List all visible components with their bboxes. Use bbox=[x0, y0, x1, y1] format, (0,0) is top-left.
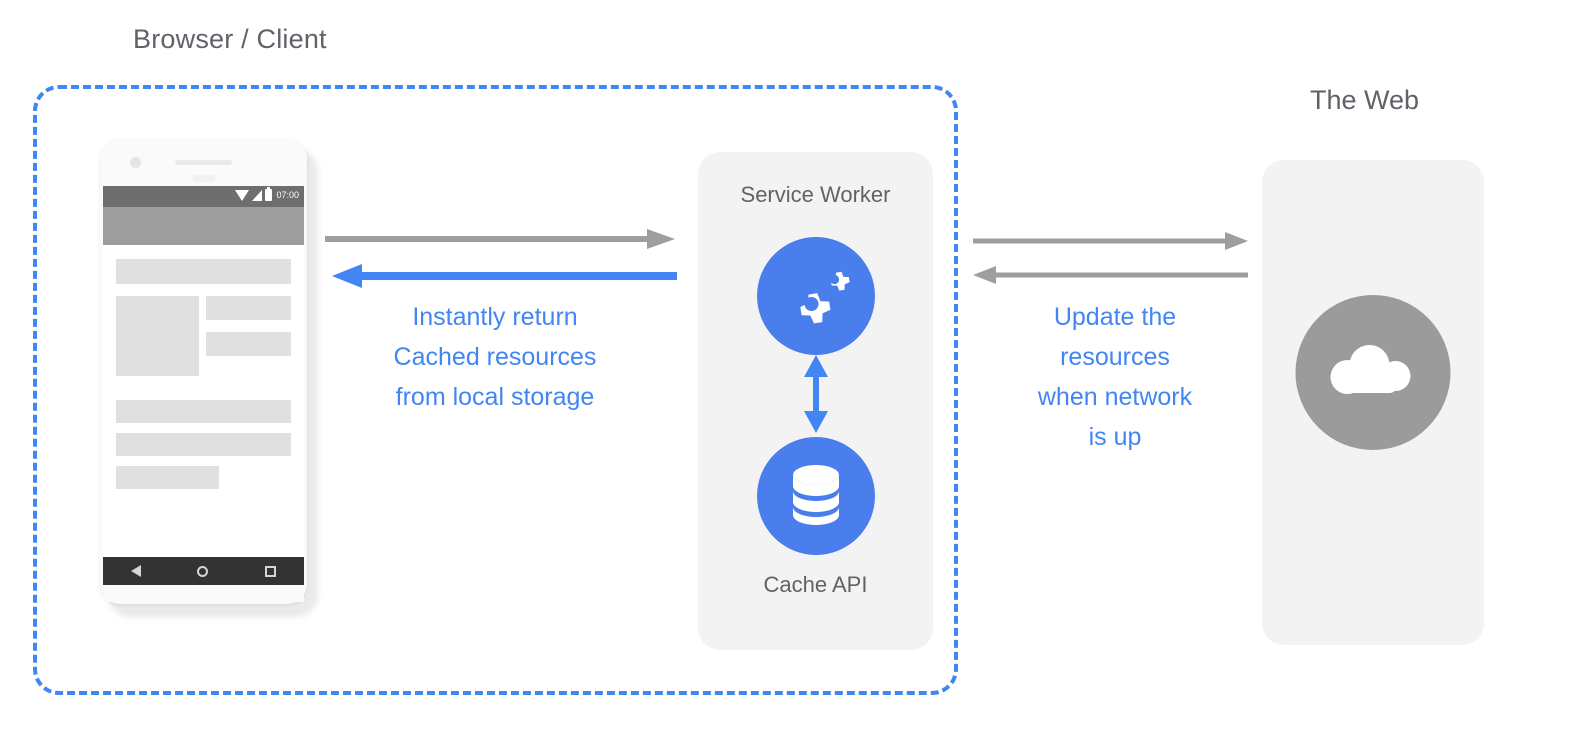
cache-api-title: Cache API bbox=[763, 572, 868, 597]
service-worker-panel: Service Worker bbox=[698, 152, 933, 650]
wifi-icon bbox=[235, 189, 250, 201]
network-arrow-left bbox=[973, 266, 1248, 284]
android-nav-bar bbox=[103, 557, 304, 585]
placeholder-row bbox=[116, 296, 291, 376]
database-icon bbox=[756, 437, 875, 555]
placeholder-block bbox=[116, 433, 291, 456]
double-arrow-vertical-icon bbox=[803, 355, 828, 433]
status-bar: 07:00 bbox=[103, 186, 304, 207]
left-annotation: Instantly return Cached resources from l… bbox=[393, 303, 597, 411]
cloud-icon bbox=[1295, 295, 1451, 450]
phone-body: 07:00 bbox=[100, 139, 307, 604]
service-worker-title: Service Worker bbox=[740, 182, 891, 207]
placeholder-image bbox=[116, 296, 199, 376]
client-region-label: Browser / Client bbox=[133, 24, 327, 54]
placeholder-block bbox=[206, 332, 291, 356]
status-icon-group: 07:00 bbox=[235, 187, 299, 201]
gears-icon bbox=[756, 237, 875, 355]
placeholder-block bbox=[116, 259, 291, 284]
signal-icon bbox=[252, 189, 263, 201]
request-arrow-right bbox=[325, 229, 675, 249]
home-icon[interactable] bbox=[197, 565, 209, 577]
web-panel bbox=[1262, 160, 1484, 645]
battery-icon bbox=[265, 187, 273, 201]
placeholder-block bbox=[206, 296, 291, 320]
speaker-grill bbox=[175, 160, 232, 165]
sensor-strip bbox=[193, 175, 215, 182]
phone-screen: 07:00 bbox=[103, 186, 304, 557]
network-arrow-right bbox=[973, 232, 1248, 250]
back-icon[interactable] bbox=[131, 565, 142, 577]
recents-icon[interactable] bbox=[264, 565, 276, 577]
cached-response-arrow-left bbox=[332, 264, 677, 288]
phone-mockup: 07:00 bbox=[100, 139, 320, 619]
client-region-boundary bbox=[33, 85, 958, 695]
web-region-label: The Web bbox=[1310, 85, 1420, 115]
placeholder-block bbox=[116, 466, 220, 489]
status-time: 07:00 bbox=[276, 190, 299, 200]
wireframe-content bbox=[103, 245, 304, 489]
camera-icon bbox=[130, 157, 141, 168]
app-bar bbox=[103, 207, 304, 245]
phone-chin bbox=[103, 585, 304, 602]
right-annotation: Update the resources when network is up bbox=[1037, 303, 1193, 451]
placeholder-block bbox=[116, 400, 291, 423]
